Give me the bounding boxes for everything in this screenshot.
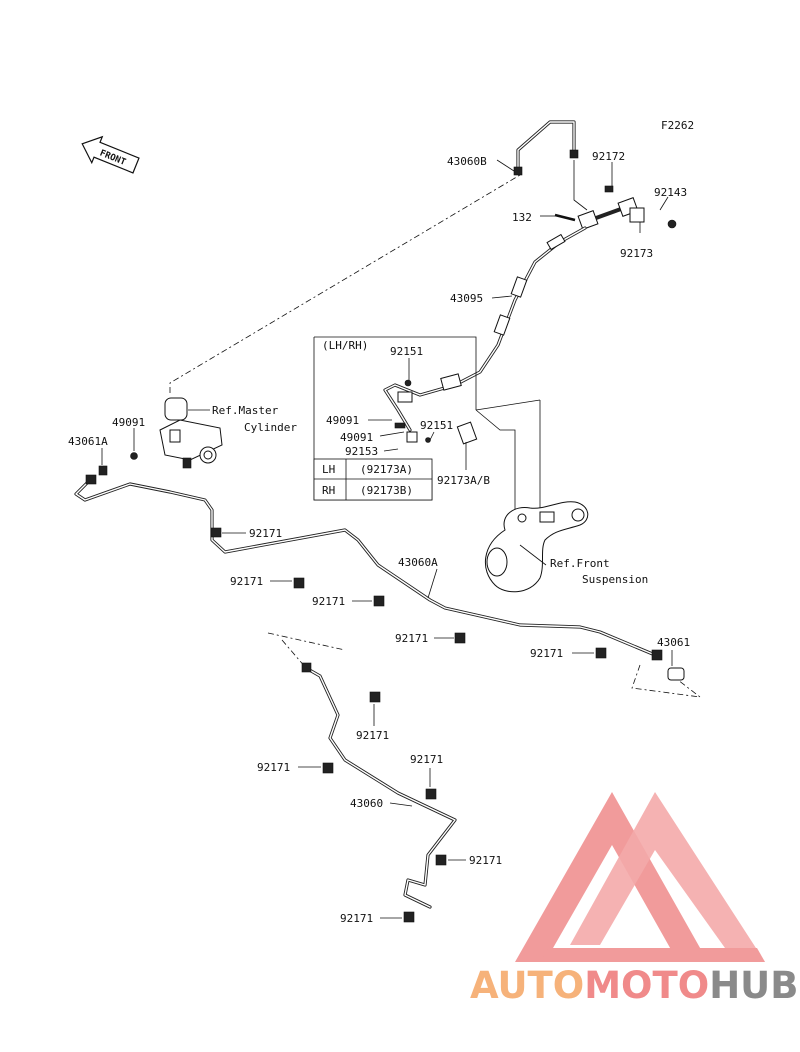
label-43060: 43060	[350, 797, 383, 810]
label-49091-master: 49091	[112, 416, 145, 429]
leader-lines	[101, 159, 673, 919]
variant-header: (LH/RH)	[322, 339, 368, 352]
pipe-43060B	[513, 120, 579, 176]
variant-row-lh-side: LH	[322, 463, 335, 476]
part-49091-washer	[130, 452, 138, 460]
watermark-logo	[515, 792, 765, 962]
label-92143: 92143	[654, 186, 687, 199]
ref-suspension-line2: Suspension	[582, 573, 648, 586]
label-43061A: 43061A	[68, 435, 108, 448]
label-43060A: 43060A	[398, 556, 438, 569]
label-92153: 92153	[345, 445, 378, 458]
label-92171-10: 92171	[340, 912, 373, 925]
front-arrow-icon: FRONT	[81, 135, 140, 174]
watermark-hub: HUB	[709, 964, 798, 1007]
label-43060B: 43060B	[447, 155, 487, 168]
hose-43095	[453, 226, 587, 387]
label-43061: 43061	[657, 636, 690, 649]
label-92171-5: 92171	[530, 647, 563, 660]
variant-table: LH (92173A) RH (92173B)	[313, 458, 433, 501]
part-labels: 43060B 92172 92143 132 92173 43095 92151…	[68, 150, 690, 925]
label-92173AB: 92173A/B	[437, 474, 490, 487]
clamp-icons	[210, 527, 607, 923]
label-92151-upper: 92151	[390, 345, 423, 358]
figure-code: F2262	[661, 119, 694, 132]
label-92171-3: 92171	[312, 595, 345, 608]
label-92171-7: 92171	[257, 761, 290, 774]
variant-row-lh-part: (92173A)	[360, 463, 413, 476]
variant-row-rh-part: (92173B)	[360, 484, 413, 497]
label-132: 132	[512, 211, 532, 224]
label-92173: 92173	[620, 247, 653, 260]
master-cylinder	[159, 397, 223, 469]
hose-bracket-assembly	[554, 185, 677, 230]
label-92171-1: 92171	[249, 527, 282, 540]
ref-master-line1: Ref.Master	[212, 404, 279, 417]
variant-row-rh-side: RH	[322, 484, 335, 497]
watermark-moto: MOTO	[584, 964, 709, 1007]
ref-suspension-line1: Ref.Front	[550, 557, 610, 570]
leader-master-upper	[169, 174, 521, 393]
label-49091-inset-upper: 49091	[326, 414, 359, 427]
label-92151-lower: 92151	[420, 419, 453, 432]
pipe-43060A	[74, 474, 663, 661]
label-92171-4: 92171	[395, 632, 428, 645]
reference-labels: Ref.Master Cylinder Ref.Front Suspension	[212, 404, 648, 586]
label-92171-8: 92171	[410, 753, 443, 766]
watermark-auto: AUTO	[470, 964, 584, 1007]
front-knuckle	[484, 501, 589, 593]
watermark-text: AUTOMOTOHUB	[470, 964, 798, 1007]
label-43095: 43095	[450, 292, 483, 305]
part-43061A-fitting	[98, 465, 108, 476]
label-92171-6: 92171	[356, 729, 389, 742]
pipe-43060	[301, 662, 457, 909]
label-49091-inset-lower: 49091	[340, 431, 373, 444]
ref-master-line2: Cylinder	[244, 421, 297, 434]
part-43061-union	[667, 667, 685, 681]
label-92171-2: 92171	[230, 575, 263, 588]
label-92171-9: 92171	[469, 854, 502, 867]
caliper-fitting	[383, 373, 478, 445]
label-92172: 92172	[592, 150, 625, 163]
